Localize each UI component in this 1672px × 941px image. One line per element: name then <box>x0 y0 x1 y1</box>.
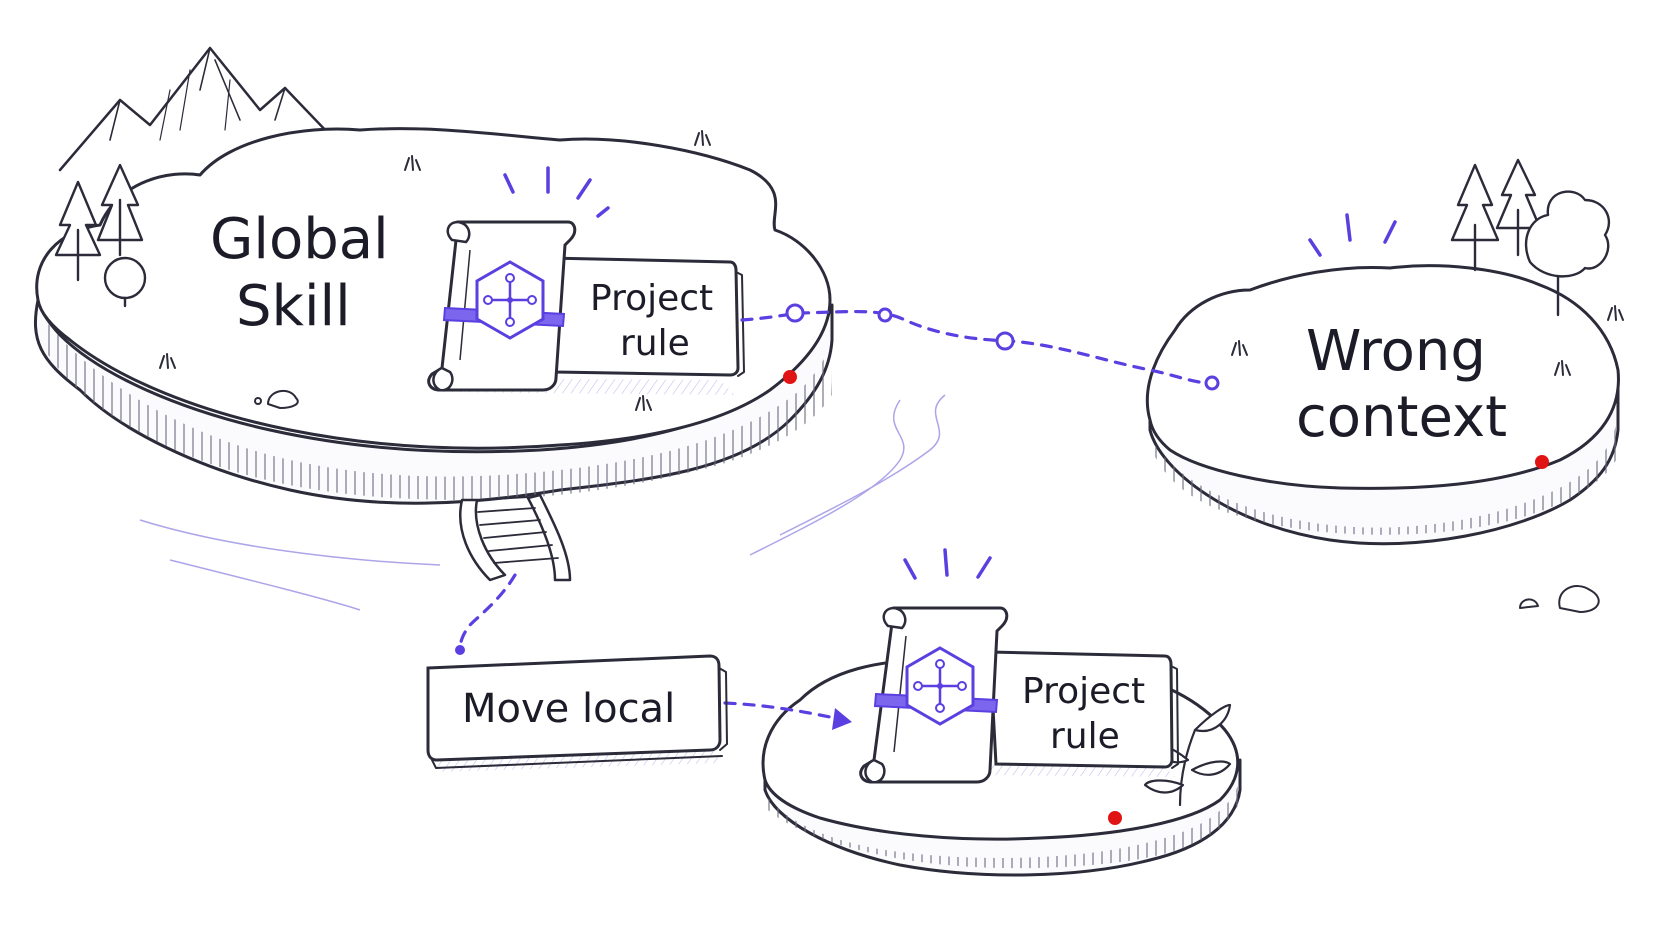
scroll-icon <box>859 606 1009 784</box>
move-local-label: Move local <box>462 686 675 732</box>
scroll-icon <box>427 220 577 392</box>
rock-illustration <box>254 389 299 409</box>
river-lines <box>139 394 946 611</box>
grass-tufts <box>1231 305 1624 376</box>
marker-dot <box>1108 811 1122 825</box>
emphasis-marks <box>503 166 610 218</box>
hexagon-network-icon <box>475 260 545 340</box>
move-local-button[interactable]: Move local <box>426 654 728 772</box>
island-wrong-context: Wrong context <box>1145 158 1624 546</box>
island-title-line2: context <box>1296 385 1507 450</box>
marker-dot <box>783 370 797 384</box>
trees-illustration <box>1450 158 1611 317</box>
island-title-line2: Skill <box>236 274 351 339</box>
card-line2: rule <box>620 323 690 364</box>
project-rule-card-global: Project rule <box>427 166 745 395</box>
emphasis-marks <box>903 548 992 580</box>
island-title-line1: Global <box>210 207 389 272</box>
connector-wrong-path <box>740 303 1220 391</box>
marker-dot <box>1535 455 1549 469</box>
connector-bridge-to-move <box>455 573 517 655</box>
bridge-illustration <box>459 493 572 582</box>
card-line1: Project <box>590 278 713 319</box>
project-rule-card-local: Project rule <box>859 606 1179 784</box>
rocks-illustration <box>1519 585 1600 613</box>
connector-move-to-local <box>723 701 852 730</box>
hexagon-network-icon <box>905 646 975 726</box>
card-line1: Project <box>1022 671 1145 712</box>
emphasis-marks <box>1308 213 1397 257</box>
grass-tufts <box>159 130 711 411</box>
pine-trees-illustration <box>54 163 147 308</box>
island-title-line1: Wrong <box>1306 319 1486 384</box>
mountains-illustration <box>58 46 332 172</box>
card-line2: rule <box>1050 716 1120 757</box>
